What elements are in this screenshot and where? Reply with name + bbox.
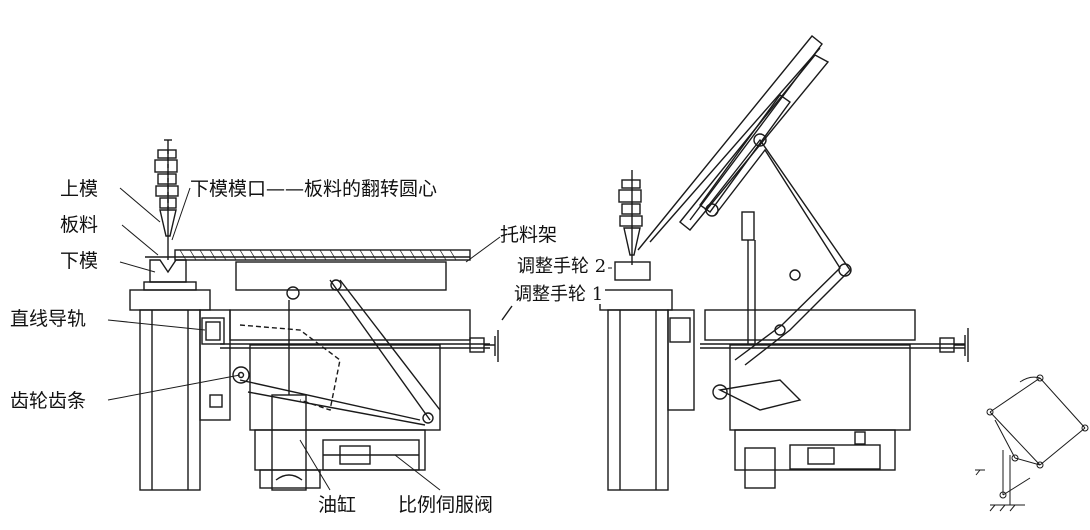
- label-sheet: 板料: [60, 214, 99, 236]
- lower-die: [129, 259, 211, 311]
- link-arms: [239, 279, 441, 426]
- label-upper-die: 上模: [60, 178, 99, 200]
- lower-housing-right: [717, 344, 911, 489]
- support-frame: [174, 249, 471, 291]
- swing-arms: [704, 133, 852, 400]
- label-gear-rack: 齿轮齿条: [10, 390, 87, 412]
- rack-rail-right: [700, 309, 969, 362]
- lower-housing: [249, 344, 441, 489]
- leader-lines-left: [107, 187, 501, 491]
- servo-valve: [322, 439, 420, 471]
- servo-valve-right: [789, 431, 881, 470]
- raised-sheet: [637, 35, 830, 251]
- machine-column-right: [607, 309, 695, 491]
- machine-column: [139, 309, 231, 491]
- label-support-frame: 托料架: [500, 224, 558, 246]
- kinematic-sketch: [975, 374, 1089, 512]
- label-cylinder: 油缸: [318, 494, 357, 516]
- label-lower-die: 下模: [60, 250, 99, 272]
- label-servo-valve: 比例伺服阀: [398, 494, 494, 516]
- upper-die: [154, 139, 179, 260]
- hydraulic-cylinder: [271, 300, 307, 491]
- left-machine-drawing: [129, 139, 513, 491]
- upper-die-right: [618, 170, 643, 265]
- label-handwheel-1: 调整手轮 1: [512, 284, 606, 305]
- rack-rail: [220, 305, 513, 362]
- label-linear-guide: 直线导轨: [10, 308, 87, 330]
- label-die-mouth: 下模模口——板料的翻转圆心: [190, 178, 438, 200]
- right-machine-drawing: [599, 35, 969, 491]
- linear-guide: [201, 317, 225, 345]
- label-handwheel-2: 调整手轮 2: [515, 256, 609, 277]
